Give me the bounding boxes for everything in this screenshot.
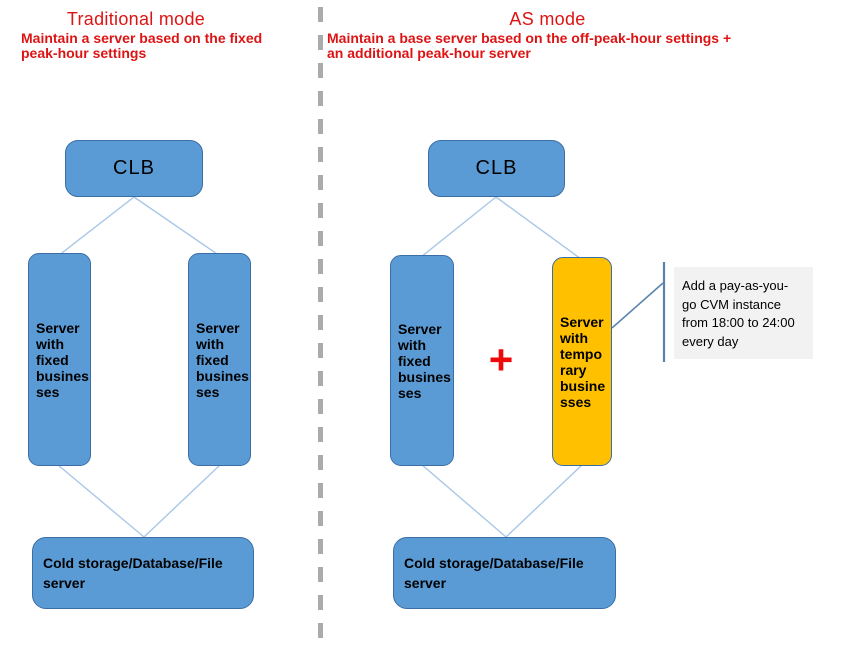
connector-clb-to-temp-server-right [495,196,582,260]
storage-box-right: Cold storage/Database/File server [393,537,616,609]
storage-box-left: Cold storage/Database/File server [32,537,254,609]
storage-label-left: Cold storage/Database/File server [43,555,223,591]
clb-label-left: CLB [113,157,155,179]
as-mode-title: AS mode [509,9,586,29]
clb-label-right: CLB [475,157,518,179]
connector-clb-to-server1-left [57,196,135,257]
callout-leader-line [611,282,664,329]
connector-server2-to-storage-left [143,464,221,538]
traditional-mode-subtitle: Maintain a server based on the fixed pea… [21,30,263,61]
connector-server1-to-storage-left [57,464,145,538]
fixed-server-label-left-2: Server with fixed busines ses [196,319,249,400]
pay-as-you-go-note: Add a pay-as-you- go CVM instance from 1… [674,267,813,359]
storage-label-right: Cold storage/Database/File server [404,555,584,591]
connector-clb-to-fixed-server-right [420,196,497,258]
temporary-server-label: Server with tempo rary busine sses [560,313,606,410]
connector-temp-server-to-storage-right [505,463,584,538]
clb-box-left: CLB [65,140,203,197]
as-mode-subtitle: Maintain a base server based on the off-… [327,30,732,61]
connector-clb-to-server2-left [133,196,221,257]
fixed-server-box-left-1: Server with fixed busines ses [28,253,91,466]
fixed-server-label-left-1: Server with fixed busines ses [36,319,89,400]
connector-fixed-server-to-storage-right [420,463,507,538]
clb-box-right: CLB [428,140,565,197]
plus-sign: + [488,336,514,383]
fixed-server-box-left-2: Server with fixed busines ses [188,253,251,466]
temporary-server-box: Server with tempo rary busine sses [552,257,612,466]
fixed-server-label-right: Server with fixed busines ses [398,320,451,401]
mode-divider-dashed-line [318,7,323,646]
traditional-mode-title: Traditional mode [66,9,206,29]
fixed-server-box-right: Server with fixed busines ses [390,255,454,466]
